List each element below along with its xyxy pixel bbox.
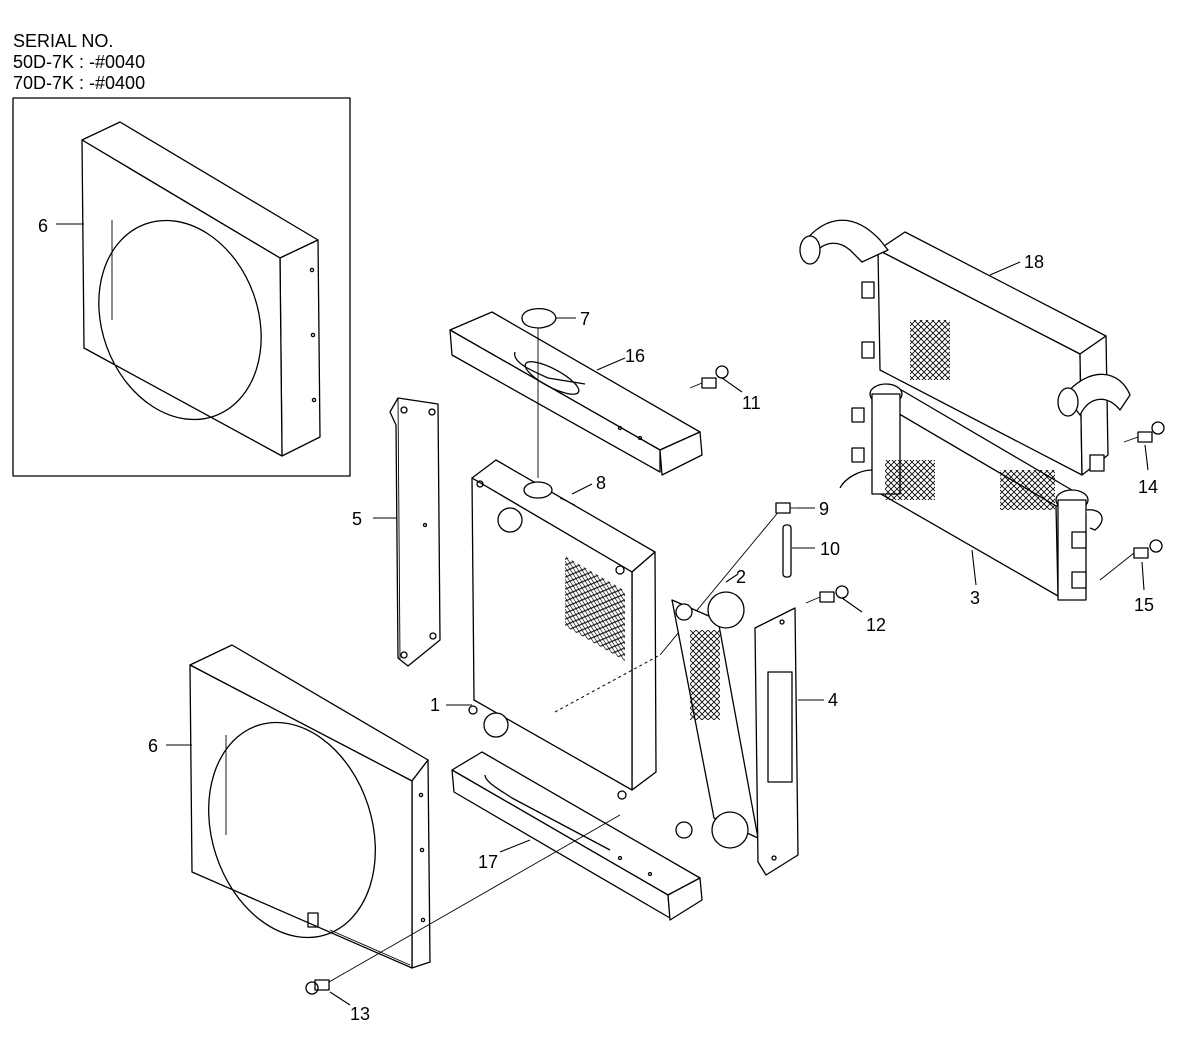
bolt-15 [1099,539,1163,581]
bolt-13 [305,979,330,995]
callout-13: 13 [350,1004,370,1024]
side-bracket-right [754,607,799,876]
callout-6-inset: 6 [38,216,48,236]
fan-shroud [189,644,431,969]
callout-11: 11 [742,393,761,413]
serial-heading: SERIAL NO. [13,31,114,51]
intercooler [799,219,1131,476]
inset-fan-shroud [81,121,321,457]
bolt-14 [1123,421,1165,443]
serial-line-70d: 70D-7K : -#0400 [13,73,146,93]
bottom-bracket [451,751,703,921]
top-bracket [449,311,703,476]
callout-2: 2 [736,567,746,587]
bolt-11 [689,365,729,389]
callout-17: 17 [478,852,498,872]
callout-9: 9 [819,499,829,519]
callout-12: 12 [866,615,886,635]
callout-10: 10 [820,539,840,559]
radiator-core [468,459,657,800]
bolt-12 [805,585,849,604]
callout-5: 5 [352,509,362,529]
callout-16: 16 [625,346,645,366]
serial-line-50d: 50D-7K : -#0040 [13,52,146,72]
callout-18: 18 [1024,252,1044,272]
drain-cock [775,502,798,514]
callout-14: 14 [1138,477,1158,497]
callout-6: 6 [148,736,158,756]
drain-hose [782,524,792,578]
callout-1: 1 [430,695,440,715]
inset-frame [12,97,351,477]
serial-number-block: SERIAL NO. 50D-7K : -#0040 70D-7K : -#04… [13,31,145,94]
callout-7: 7 [580,309,590,329]
callout-8: 8 [596,473,606,493]
callout-15: 15 [1134,595,1154,615]
oil-cooler [671,591,759,849]
callout-4: 4 [828,690,838,710]
side-bracket-left [389,397,441,667]
condenser [839,383,1103,601]
radiator-cap [521,307,557,478]
callout-3: 3 [970,588,980,608]
